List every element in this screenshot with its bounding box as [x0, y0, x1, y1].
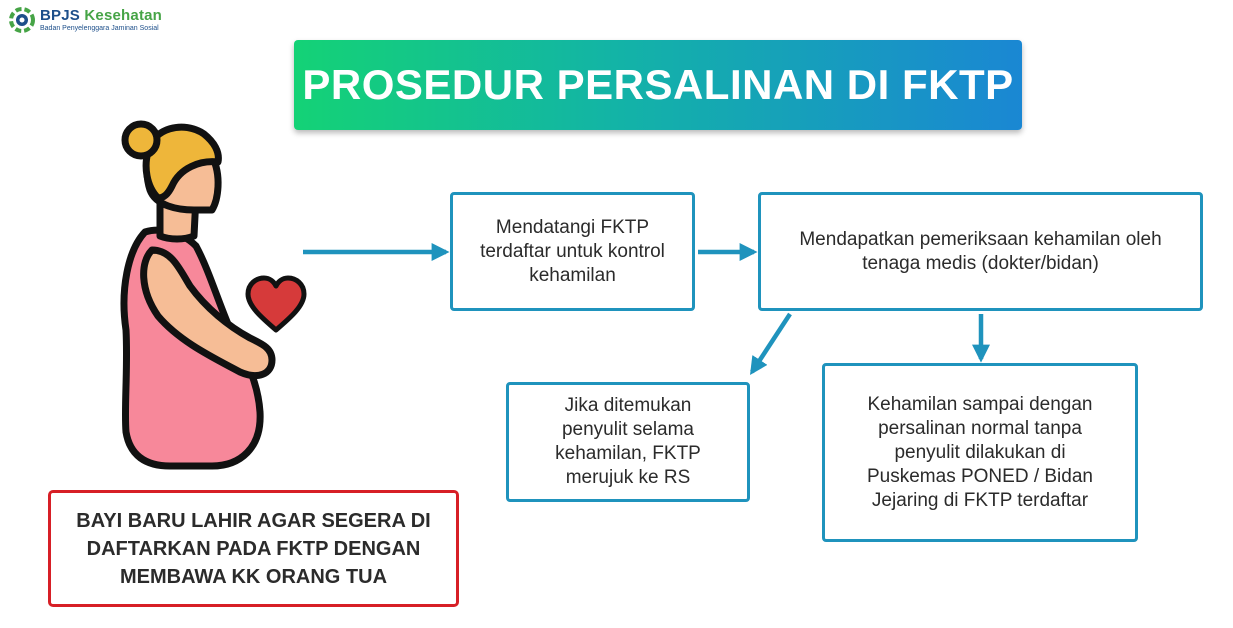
- logo-brand-accent: Kesehatan: [84, 7, 163, 24]
- step-text-persalinan: Kehamilan sampai dengan persalinan norma…: [867, 393, 1093, 511]
- heart-icon: [245, 275, 307, 333]
- logo-subtitle: Badan Penyelenggara Jaminan Sosial: [40, 25, 159, 32]
- newborn-registration-note: BAYI BARU LAHIR AGAR SEGERA DI DAFTARKAN…: [48, 490, 459, 607]
- step-box-persalinan: Kehamilan sampai dengan persalinan norma…: [822, 363, 1138, 542]
- step-box-pemeriksaan: Mendapatkan pemeriksaan kehamilan oleh t…: [758, 192, 1203, 311]
- pregnant-woman-icon: [120, 120, 276, 470]
- page-title: PROSEDUR PERSALINAN DI FKTP: [302, 61, 1014, 108]
- logo-brand-primary: BPJS: [40, 7, 80, 24]
- logo-brand: BPJS Kesehatan: [40, 8, 162, 23]
- step-box-kontrol: Mendatangi FKTP terdaftar untuk kontrol …: [450, 192, 695, 311]
- step-text-kontrol: Mendatangi FKTP terdaftar untuk kontrol …: [480, 216, 665, 286]
- bpjs-logo: BPJS Kesehatan Badan Penyelenggara Jamin…: [9, 7, 162, 33]
- arrow-step2-to-step3: [750, 312, 792, 376]
- bpjs-logo-icon: [9, 7, 35, 33]
- note-text: BAYI BARU LAHIR AGAR SEGERA DI DAFTARKAN…: [76, 509, 431, 588]
- step-text-pemeriksaan: Mendapatkan pemeriksaan kehamilan oleh t…: [799, 228, 1162, 274]
- step-text-rujukan: Jika ditemukan penyulit selama kehamilan…: [555, 395, 701, 488]
- title-banner: PROSEDUR PERSALINAN DI FKTP: [294, 40, 1022, 130]
- step-box-rujukan: Jika ditemukan penyulit selama kehamilan…: [506, 382, 750, 502]
